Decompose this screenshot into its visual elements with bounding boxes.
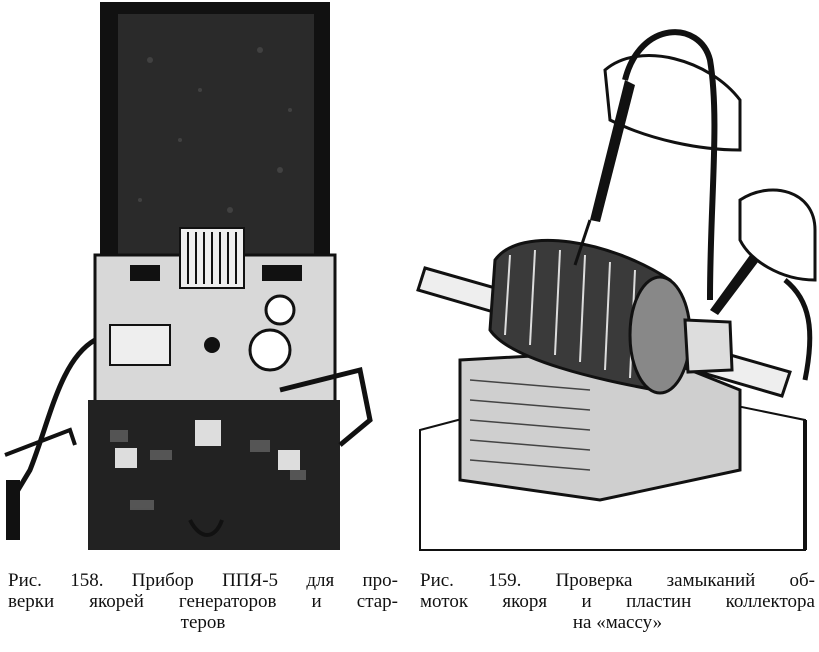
probe-cable [622, 29, 718, 301]
lid-inner-panel [118, 14, 314, 254]
figure-159-caption: Рис. 159. Проверка замыканий об- моток я… [420, 570, 815, 633]
indicator-window-left [130, 265, 160, 281]
caption-line: теров [180, 612, 226, 633]
hand-lower [738, 188, 817, 282]
caption-line: моток якоря и пластин коллектора [420, 591, 815, 612]
meter-dial [264, 294, 296, 326]
terminal-block-3 [278, 450, 300, 470]
cable-right [279, 366, 373, 447]
ammeter-dial [248, 328, 292, 372]
terminal-block-2 [195, 420, 221, 446]
terminal-block-1 [115, 448, 137, 468]
cable-left [9, 337, 97, 502]
caption-line: верки якорей генераторов и стар- [8, 591, 398, 612]
caption-line: Рис. 158. Прибор ППЯ-5 для про- [8, 570, 398, 591]
hand-upper [603, 54, 742, 152]
armature-winding [628, 275, 692, 395]
caption-line: Рис. 159. Проверка замыканий об- [420, 570, 815, 591]
switch-panel [109, 324, 171, 366]
control-knob [204, 337, 220, 353]
probe-lower [710, 255, 758, 315]
figure-158-illustration [4, 2, 373, 550]
cable-bottom [188, 519, 224, 537]
indicator-window-right [262, 265, 302, 281]
commutator [683, 318, 734, 374]
probe-handle [6, 480, 20, 540]
caption-line: на «массу» [572, 612, 663, 633]
figure-159-illustration [416, 29, 817, 551]
probe-upper [590, 80, 635, 222]
figure-158-caption: Рис. 158. Прибор ППЯ-5 для про- верки як… [8, 570, 398, 633]
